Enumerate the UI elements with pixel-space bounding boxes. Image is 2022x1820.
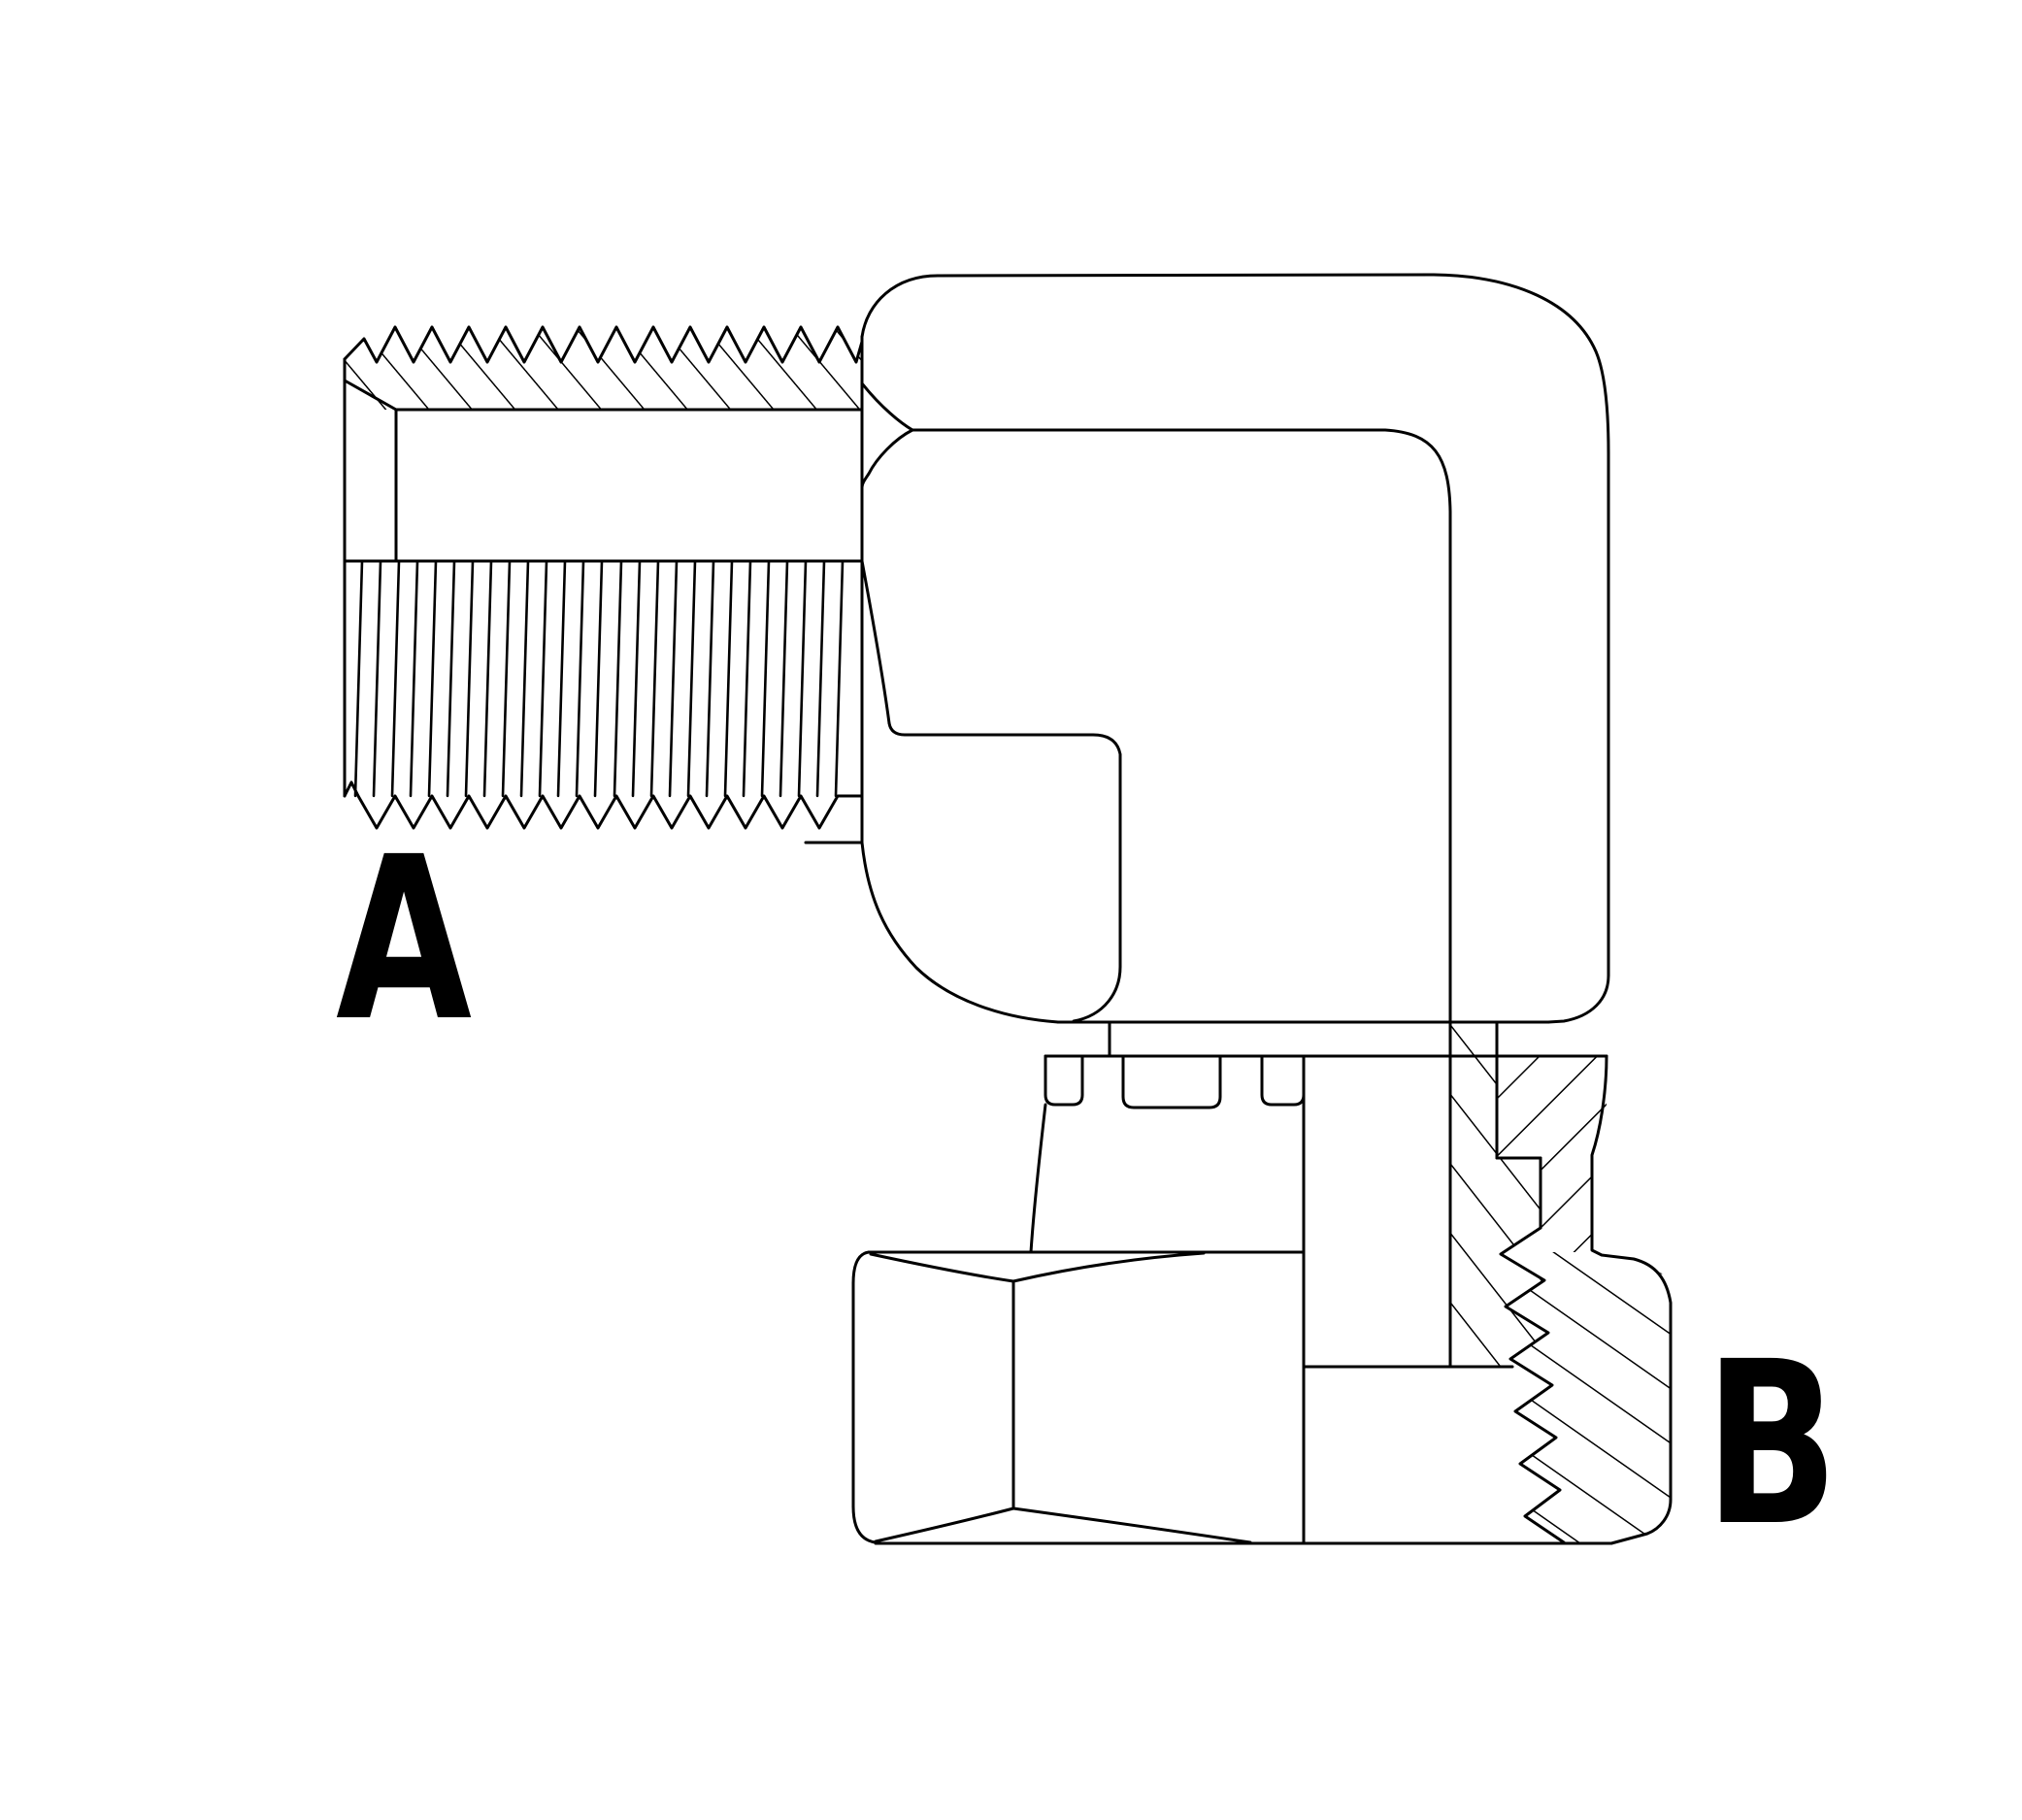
retainer-slot-1 <box>1044 1054 1084 1107</box>
male-thread-bottom-crest <box>343 780 864 830</box>
male-thread-flank-lines <box>353 559 845 798</box>
port-a-label: A <box>336 809 473 1071</box>
male-thread-a <box>343 325 864 844</box>
nut-outer-profile <box>1590 1054 1673 1545</box>
hex-chamfer-bottom-left <box>874 1506 1015 1543</box>
skirt-hatch <box>1501 1252 1671 1543</box>
retainer-slot-2 <box>1121 1054 1222 1109</box>
male-thread-chamfer-line <box>343 379 398 412</box>
hex-left-corner-bottom <box>851 1505 878 1544</box>
stem-hatch <box>1450 1022 1548 1367</box>
body-boss-curve <box>860 559 891 725</box>
port-b-label: B <box>1705 1313 1839 1575</box>
hex-nut <box>851 1250 1613 1545</box>
retainer-slot-3 <box>1260 1054 1306 1107</box>
male-thread-hatch-band <box>345 327 862 410</box>
elbow-body <box>860 273 1610 1369</box>
hex-left-corner-top <box>851 1250 871 1285</box>
nut-neck-edge <box>1029 1103 1047 1254</box>
body-boss-tab <box>887 721 1122 1023</box>
female-port-b-section <box>1302 1020 1673 1545</box>
body-inner-profile <box>911 428 1452 1369</box>
female-thread-teeth <box>1499 1226 1566 1544</box>
body-fillet-upper <box>860 381 914 432</box>
body-fillet-lower <box>860 428 914 489</box>
hex-chamfer-bottom-right <box>1011 1506 1252 1544</box>
flange-hatch <box>1497 1056 1607 1252</box>
male-thread-crest <box>343 325 864 364</box>
hex-chamfer-top-right <box>1011 1251 1206 1283</box>
hex-chamfer-top-left <box>869 1252 1015 1283</box>
body-outer-profile <box>860 273 1610 1024</box>
body-lobe-left-curve <box>860 841 1060 1024</box>
